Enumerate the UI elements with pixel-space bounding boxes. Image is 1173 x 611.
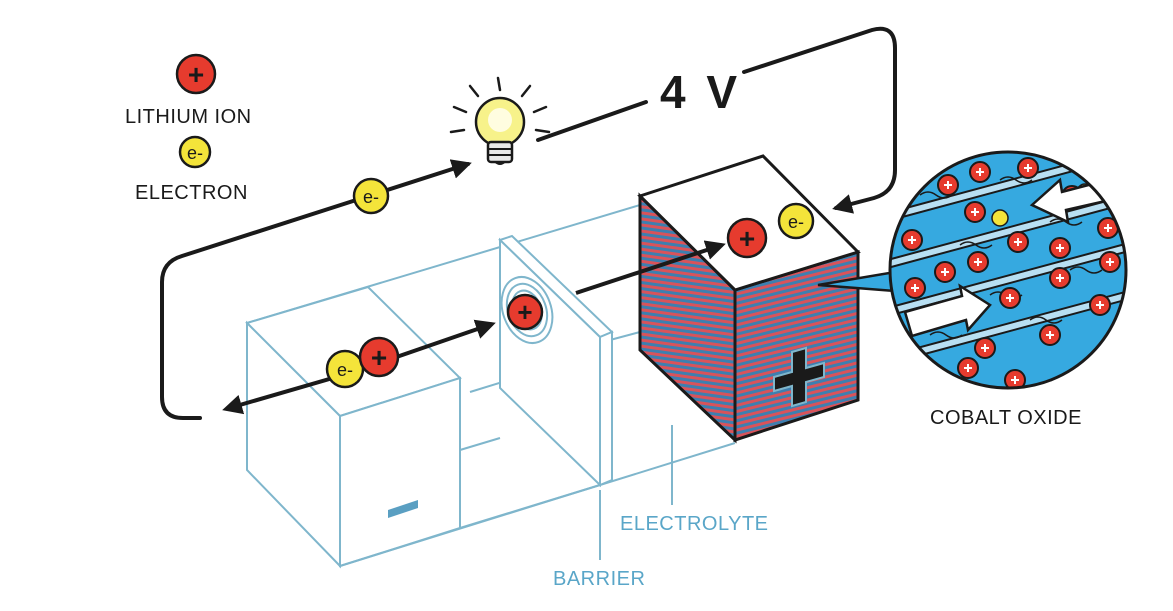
svg-text:e-: e-: [187, 143, 203, 163]
anode-electron-icon: e-: [325, 349, 365, 389]
cathode-ion-icon: +: [726, 217, 768, 259]
svg-text:e-: e-: [788, 212, 804, 232]
cobalt-oxide-label: COBALT OXIDE: [930, 407, 1082, 429]
electrolyte-label: ELECTROLYTE: [620, 513, 769, 535]
svg-text:+: +: [517, 297, 532, 327]
svg-text:e-: e-: [337, 360, 353, 380]
zoom-callout: [817, 150, 1128, 390]
light-bulb-icon: [449, 76, 551, 165]
lattice-flow-arrows: [903, 177, 1112, 338]
cathode-plus-icon: [773, 346, 825, 408]
label-leaders: [599, 425, 673, 560]
circuit-wire: [160, 26, 897, 420]
legend-ion-icon: +: [175, 53, 217, 95]
wire-electron-icon: e-: [352, 177, 390, 215]
svg-text:+: +: [739, 223, 755, 254]
legend-electron-label: ELECTRON: [135, 182, 248, 204]
battery-cell-outline: [245, 204, 736, 569]
barrier-ion-icon: +: [506, 293, 544, 331]
barrier-label: BARRIER: [553, 568, 645, 590]
cathode-electron-icon: e-: [777, 202, 815, 240]
anode-minus-icon: [388, 500, 418, 518]
svg-text:+: +: [371, 342, 387, 373]
cathode-block: [637, 154, 861, 444]
legend-ion-label: LITHIUM ION: [125, 106, 252, 128]
legend-electron-icon: e-: [178, 135, 212, 169]
voltage-label: 4 V: [660, 66, 741, 118]
anode-ion-icon: +: [358, 336, 400, 378]
svg-text:+: +: [188, 59, 204, 90]
svg-text:e-: e-: [363, 187, 379, 207]
legend: + LITHIUM ION e- ELECTRON: [125, 53, 252, 204]
